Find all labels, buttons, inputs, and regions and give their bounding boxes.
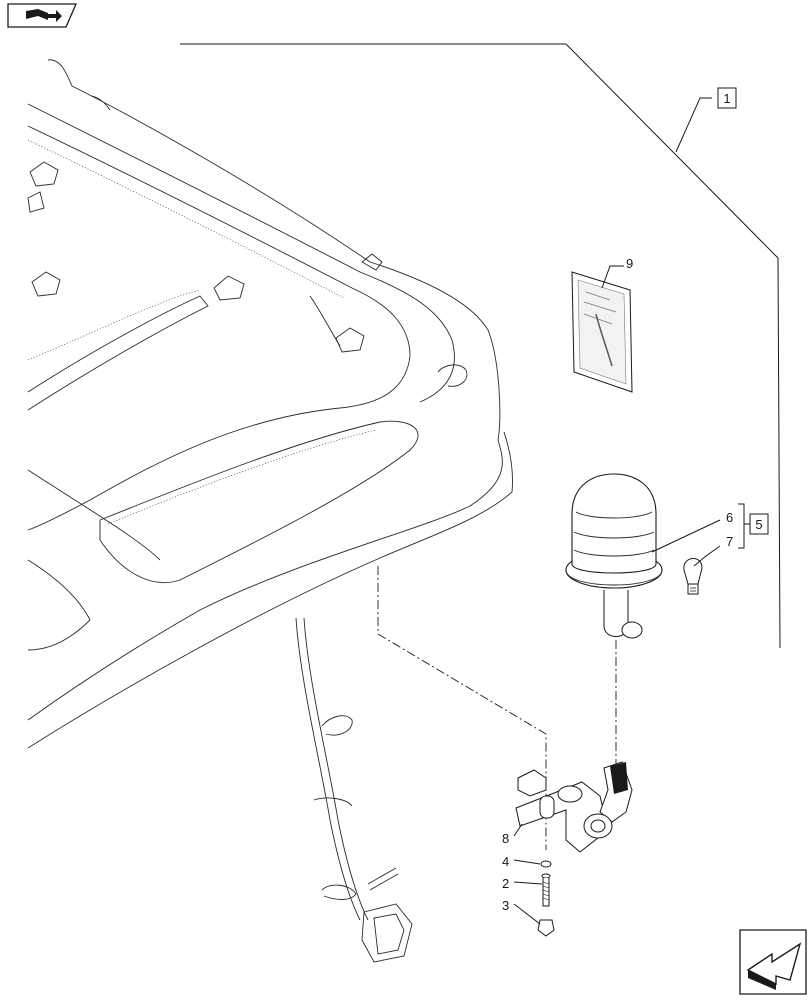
callout-5: 5 (749, 513, 769, 535)
nut (537, 919, 555, 937)
cab-roof (27, 59, 513, 749)
callout-7: 7 (726, 534, 733, 549)
mounting-bracket (515, 761, 633, 853)
washer (540, 860, 552, 868)
leader-6 (651, 519, 721, 553)
bracket-6-7 (738, 503, 750, 549)
svg-text:5: 5 (755, 517, 762, 532)
svg-text:1: 1 (723, 91, 730, 106)
callout-9: 9 (626, 256, 633, 271)
leader-1 (675, 97, 712, 153)
assembly-bracket-line (180, 43, 781, 649)
callout-8: 8 (502, 831, 509, 846)
leader-2 (513, 881, 543, 885)
instruction-sheet (571, 271, 633, 393)
callout-2: 2 (502, 876, 509, 891)
leader-3 (513, 903, 541, 925)
wiring-harness (295, 617, 413, 963)
screw (541, 873, 551, 907)
leader-9 (601, 265, 624, 289)
callout-4: 4 (502, 854, 509, 869)
leader-4 (513, 859, 541, 865)
beacon-lamp (565, 473, 663, 639)
assembly-centerline-left (377, 566, 547, 850)
next-page-arrow-icon[interactable] (739, 929, 807, 995)
book-arrow-icon[interactable] (7, 3, 77, 28)
bulb (683, 558, 703, 595)
leader-7 (693, 545, 721, 567)
callout-1: 1 (717, 87, 737, 109)
callout-3: 3 (502, 898, 509, 913)
leader-8 (513, 823, 523, 837)
callout-6: 6 (726, 510, 733, 525)
